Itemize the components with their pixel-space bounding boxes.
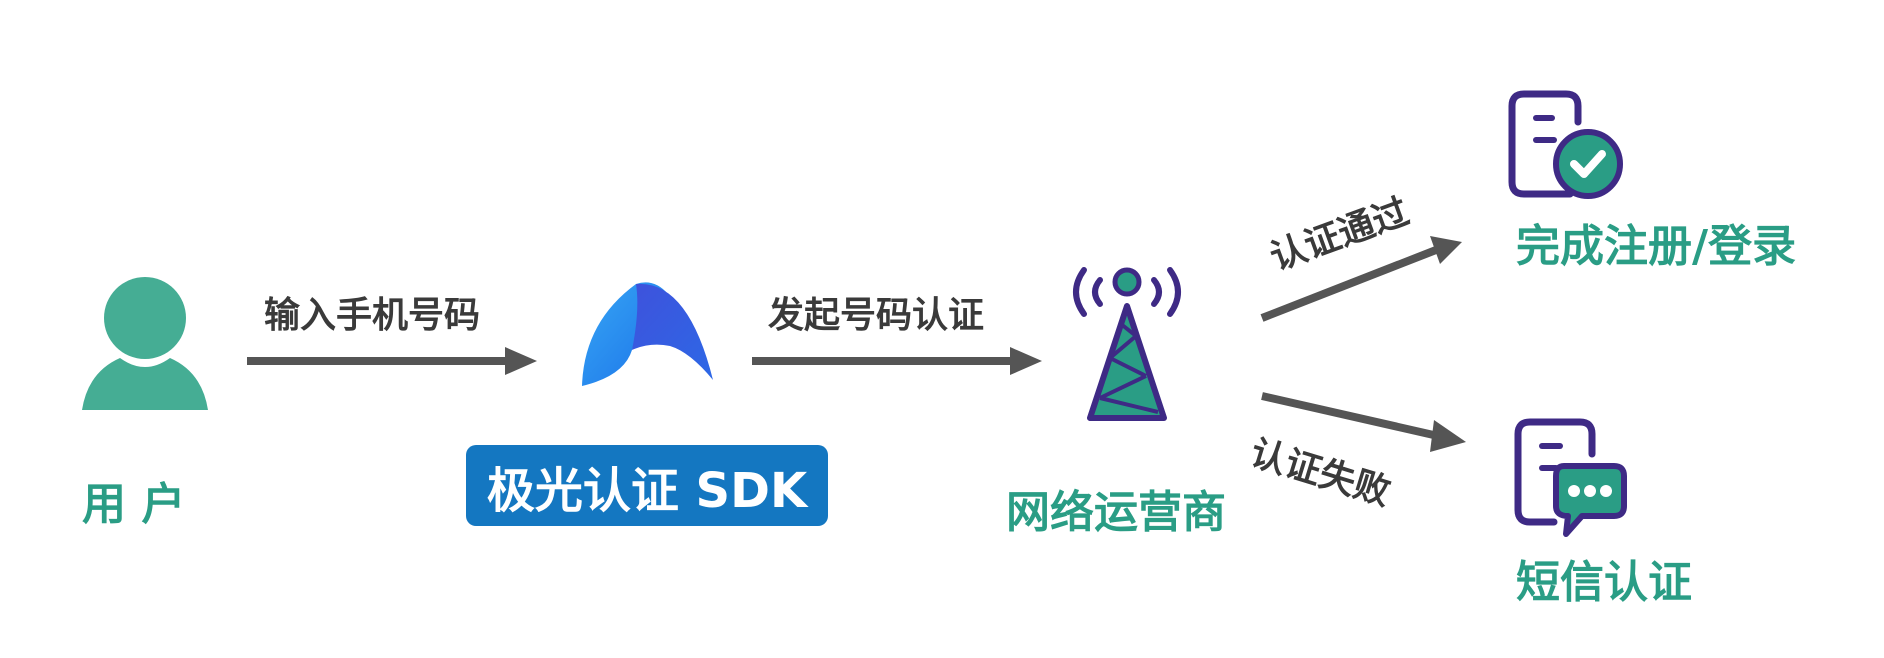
arrow-user-to-sdk — [247, 347, 537, 375]
document-check-icon — [1508, 90, 1623, 199]
sms-auth-label: 短信认证 — [1516, 557, 1692, 608]
operator-label: 网络运营商 — [1006, 487, 1226, 538]
document-chat-icon — [1514, 418, 1627, 537]
arrow-sdk-to-operator — [752, 347, 1042, 375]
user-label: 用 户 — [82, 479, 186, 530]
sdk-badge: 极光认证 SDK — [466, 445, 828, 526]
arrow-to-sms — [1261, 392, 1466, 452]
jiguang-logo-icon — [582, 282, 713, 386]
register-label: 完成注册/登录 — [1516, 221, 1797, 272]
user-icon — [82, 277, 208, 410]
signal-tower-icon — [1073, 267, 1181, 421]
arrow-to-register — [1260, 236, 1462, 322]
initiate-auth-label: 发起号码认证 — [768, 295, 985, 336]
input-phone-label: 输入手机号码 — [264, 295, 481, 336]
